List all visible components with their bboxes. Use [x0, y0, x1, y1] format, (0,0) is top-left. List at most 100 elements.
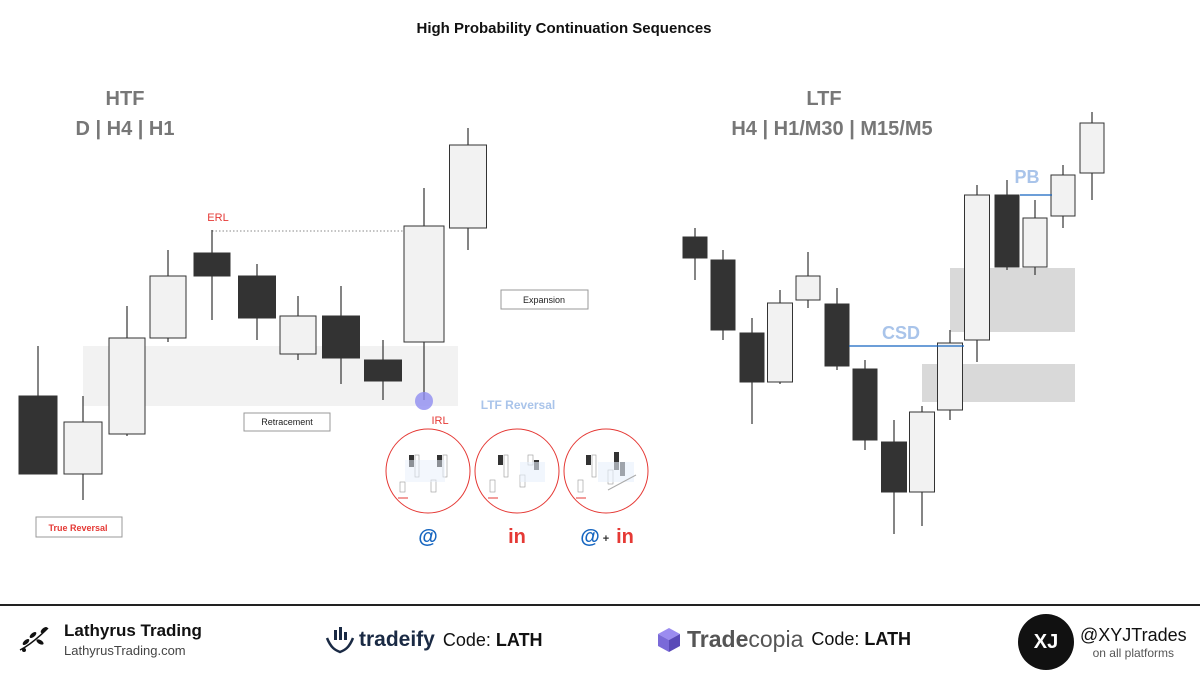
ltf-candle-14: [1050, 165, 1076, 228]
htf-candles: [18, 128, 487, 500]
irl-label: IRL: [431, 415, 448, 427]
diagram-title: High Probability Continuation Sequences: [416, 20, 711, 37]
combo-in-symbol: in: [616, 526, 634, 548]
ltf-candle-3: [739, 318, 765, 424]
reversal-circle-in: [474, 428, 560, 514]
htf-candle-10: [403, 188, 445, 400]
htf-candle-3-body: [108, 337, 146, 435]
ltf-candle-15: [1079, 112, 1105, 200]
ltf-candle-9: [909, 406, 935, 526]
tradecopia-cube-icon: [658, 627, 680, 652]
tradecopia-code-prefix: Code:: [811, 629, 860, 649]
htf-candle-11: [449, 128, 487, 250]
xyj-block: XJ @XYJTrades on all platforms: [1018, 614, 1187, 670]
erl-label: ERL: [207, 212, 228, 224]
htf-candle-2-body: [63, 421, 103, 475]
brand-name: Lathyrus Trading: [64, 620, 202, 640]
ltf-candle-8: [881, 420, 907, 534]
combo-at-symbol: @: [580, 526, 600, 548]
lathyrus-block: Lathyrus Trading LathyrusTrading.com: [16, 620, 202, 658]
ltf-candle-2: [710, 250, 736, 340]
brand-url[interactable]: LathyrusTrading.com: [64, 642, 186, 658]
htf-candle-4: [149, 250, 187, 342]
ltf-candle-10: [937, 330, 963, 420]
ltf-candle-13: [1022, 200, 1048, 275]
htf-label: HTF: [106, 88, 145, 110]
htf-candle-7: [279, 296, 317, 360]
htf-candle-5: [193, 230, 231, 320]
htf-candle-9: [364, 340, 402, 400]
htf-candle-10-body: [403, 225, 445, 343]
ltf-candle-9-body: [909, 411, 935, 493]
ltf-candle-12-body: [994, 194, 1020, 268]
ltf-candle-7: [852, 360, 878, 450]
expansion-box: Expansion: [500, 289, 589, 310]
ltf-candle-1: [682, 228, 708, 280]
htf-candle-3: [108, 306, 146, 436]
ltf-candle-8-body: [881, 441, 907, 493]
ltf-label: LTF: [806, 88, 841, 110]
ltf-candle-10-body: [937, 342, 963, 411]
ltf-candle-6: [824, 288, 850, 370]
ltf-candle-11-body: [964, 194, 990, 341]
lathyrus-leaf-icon: [19, 627, 49, 652]
xyj-logo-text: XJ: [1033, 630, 1059, 653]
expansion-label: Expansion: [523, 295, 565, 305]
htf-candle-2: [63, 396, 103, 500]
tradeify-block: tradeify Code: LATH: [325, 626, 543, 654]
ltf-reversal-label: LTF Reversal: [481, 398, 555, 412]
ltf-candle-4-body: [767, 302, 793, 383]
pb-label: PB: [1014, 167, 1039, 187]
ltf-candle-1-body: [682, 236, 708, 259]
true-reversal-label: True Reversal: [48, 523, 107, 533]
htf-candle-4-body: [149, 275, 187, 339]
ltf-candle-11: [964, 185, 990, 362]
tradecopia-block: Trade copia Code: LATH: [657, 626, 911, 653]
retracement-box: Retracement: [243, 412, 331, 432]
tradeify-code-prefix: Code:: [442, 629, 491, 650]
htf-candle-1: [18, 346, 58, 475]
ltf-candle-13-body: [1022, 217, 1048, 268]
social-handle[interactable]: @XYJTrades: [1080, 624, 1187, 645]
retracement-label: Retracement: [261, 417, 313, 427]
ltf-candle-2-body: [710, 259, 736, 331]
htf-timeframes: D | H4 | H1: [76, 118, 175, 140]
ltf-candle-5: [795, 252, 821, 308]
combo-plus-symbol: +: [603, 533, 609, 545]
htf-candle-9-body: [364, 359, 402, 382]
true-reversal-box: True Reversal: [35, 516, 123, 538]
ltf-candle-6-body: [824, 303, 850, 367]
ltf-candle-5-body: [795, 275, 821, 301]
tradeify-code: LATH: [495, 629, 543, 650]
ltf-candle-4: [767, 290, 793, 384]
tradeify-logo-icon: [325, 627, 355, 654]
footer: Lathyrus Trading LathyrusTrading.com tra…: [0, 604, 1200, 675]
tradecopia-name-b: copia: [748, 626, 804, 652]
htf-candle-11-body: [449, 144, 487, 229]
ltf-candles: [682, 112, 1105, 534]
csd-label: CSD: [882, 323, 920, 343]
tradecopia-name-a: Trade: [687, 626, 749, 652]
ltf-candle-12: [994, 180, 1020, 270]
ltf-candle-15-body: [1079, 122, 1105, 174]
ltf-candle-14-body: [1050, 174, 1076, 217]
ltf-candle-7-body: [852, 368, 878, 441]
at-symbol: @: [418, 526, 438, 548]
reversal-circle-combo: [563, 428, 649, 514]
ltf-candle-3-body: [739, 332, 765, 383]
htf-candle-7-body: [279, 315, 317, 355]
tradeify-name: tradeify: [359, 628, 435, 651]
htf-candle-6-body: [238, 275, 276, 319]
diagram-canvas: High Probability Continuation Sequences …: [18, 20, 1105, 548]
htf-candle-5-body: [193, 252, 231, 277]
htf-candle-8: [322, 286, 360, 384]
htf-candle-8-body: [322, 315, 360, 359]
tradecopia-code: LATH: [864, 629, 912, 649]
htf-candle-1-body: [18, 395, 58, 475]
reversal-circle-at: [385, 428, 471, 514]
in-symbol: in: [508, 526, 526, 548]
xyj-logo-icon: XJ: [1018, 614, 1074, 670]
htf-candle-6: [238, 264, 276, 340]
ltf-timeframes: H4 | H1/M30 | M15/M5: [731, 118, 932, 140]
irl-marker: [415, 392, 433, 410]
